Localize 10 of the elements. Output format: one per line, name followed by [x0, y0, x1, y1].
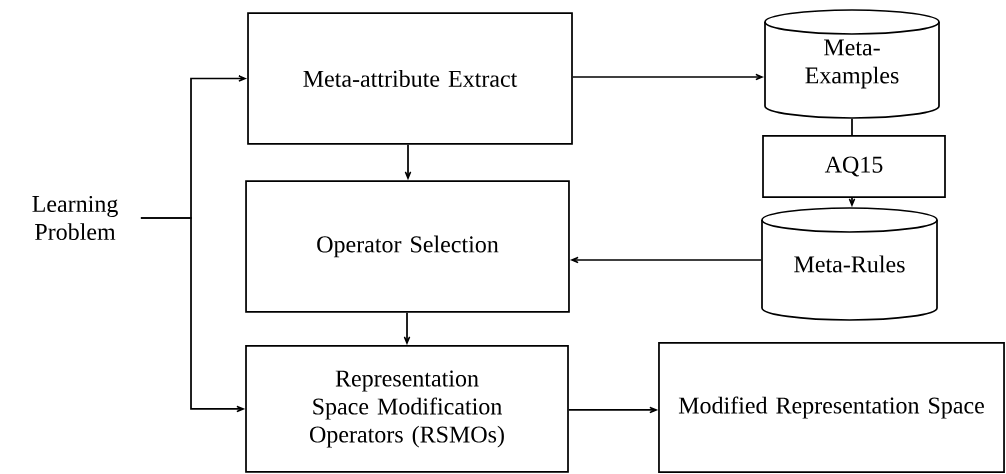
- process-box: Meta-attribute Extract: [247, 12, 573, 145]
- node-label: Meta-Examples: [805, 39, 899, 89]
- process-box: AQ15: [762, 135, 946, 198]
- process-box: Modified Representation Space: [658, 342, 1005, 473]
- text-label: Learning Problem: [32, 195, 118, 241]
- process-box: Operator Selection: [245, 180, 570, 313]
- database-cylinder: Meta-Rules: [761, 207, 938, 321]
- database-cylinder: Meta-Examples: [764, 9, 940, 119]
- process-box: Representation Space Modification Operators (RSMOs): [245, 345, 569, 473]
- node-label: Meta-Rules: [794, 255, 905, 273]
